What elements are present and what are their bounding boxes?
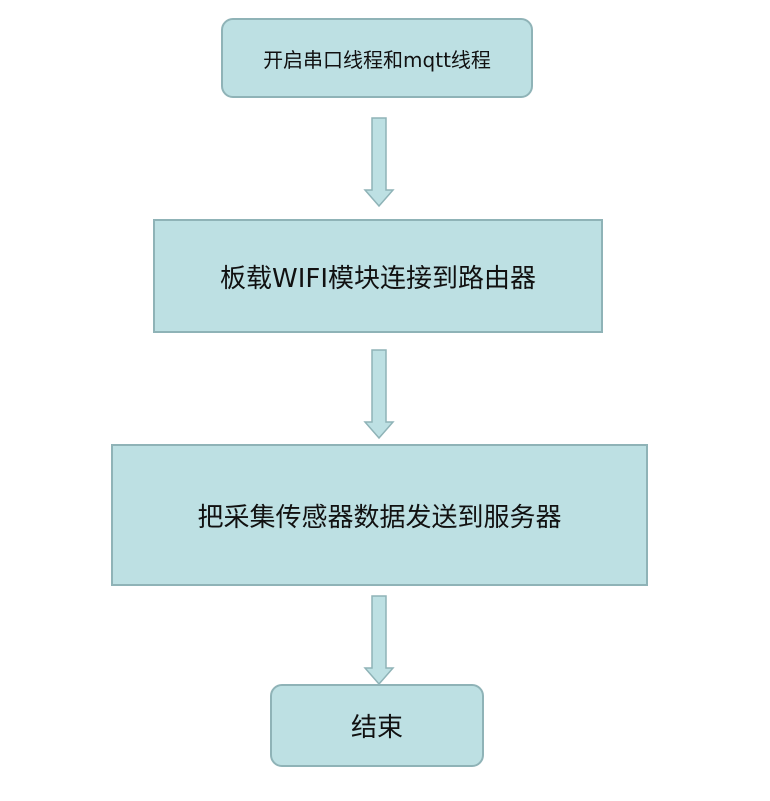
flow-node-wifi: 板载WIFI模块连接到路由器 — [153, 219, 603, 333]
flow-node-start-label: 开启串口线程和mqtt线程 — [263, 47, 491, 72]
flow-node-send-label: 把采集传感器数据发送到服务器 — [197, 502, 562, 533]
flow-node-send: 把采集传感器数据发送到服务器 — [111, 444, 648, 586]
arrow-down-icon — [363, 349, 395, 440]
flow-node-end-label: 结束 — [350, 713, 403, 743]
arrow-down-icon — [363, 595, 395, 686]
arrow-down-icon — [363, 117, 395, 208]
flow-node-start: 开启串口线程和mqtt线程 — [221, 18, 533, 98]
flow-node-wifi-label: 板载WIFI模块连接到路由器 — [220, 263, 536, 294]
flow-node-end: 结束 — [270, 684, 484, 767]
